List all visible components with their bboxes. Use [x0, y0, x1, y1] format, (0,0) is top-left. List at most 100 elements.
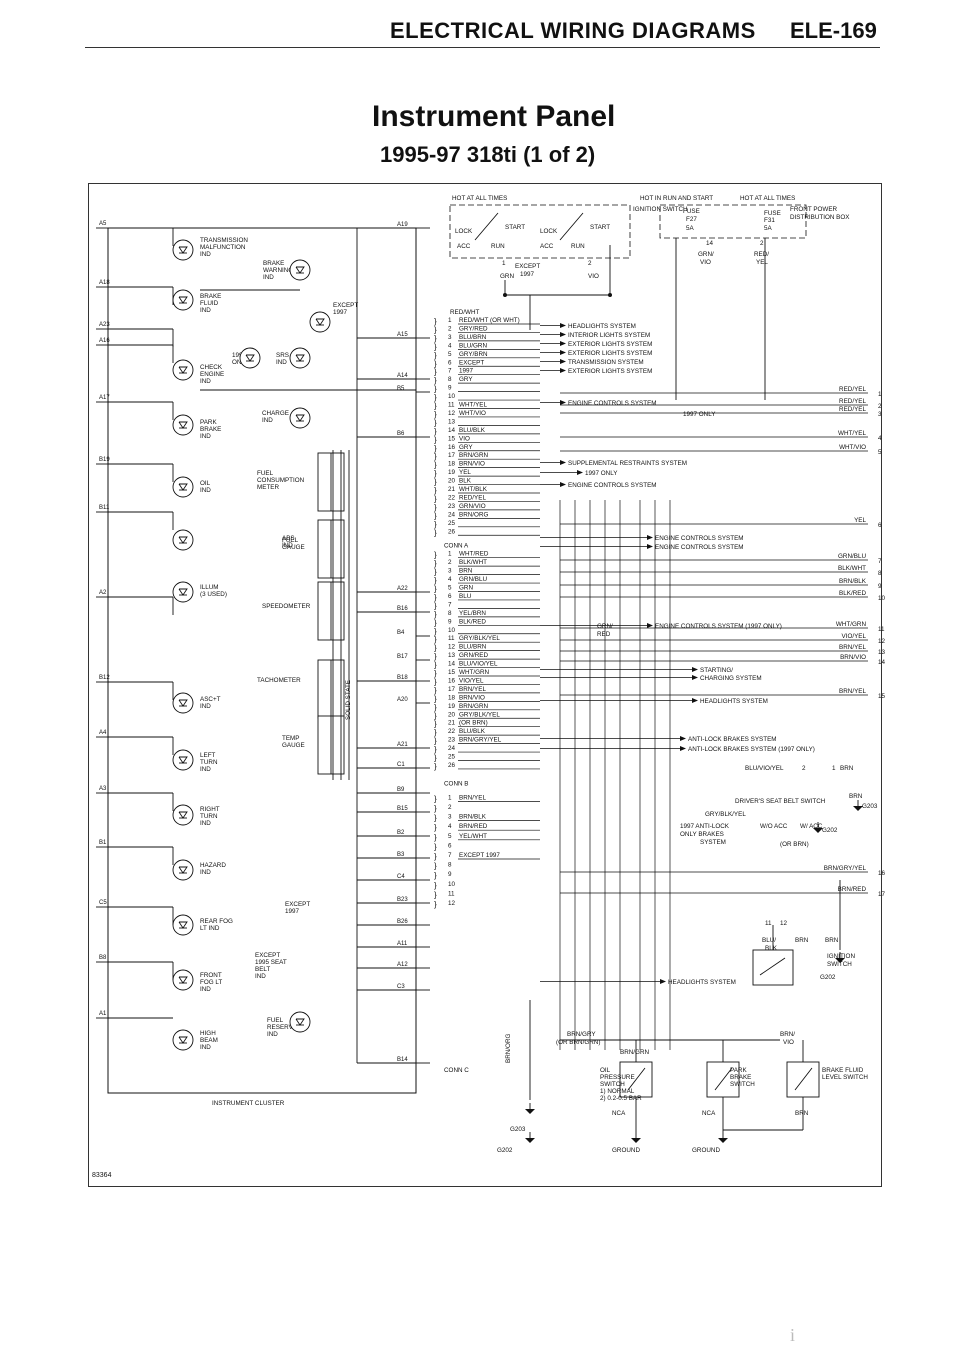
system-arrow-icon: [560, 359, 566, 364]
conn-a-color: BLU/BLK: [459, 427, 486, 434]
conn-b-pin: 5: [448, 833, 452, 840]
left-pin-label: A17: [99, 395, 110, 401]
conn-a-label: CONN A: [444, 543, 469, 550]
or-brn-grn-label: (OR BRN/GRN): [556, 1039, 600, 1046]
fuse-box: [659, 204, 807, 239]
system-label: TRANSMISSION SYSTEM: [568, 359, 644, 366]
conn-b-pin: 11: [448, 890, 455, 897]
gry-blk-yel-label: GRY/BLK/YEL: [705, 811, 746, 818]
conn-a2-color: BRN/GRN: [459, 703, 488, 710]
dist-box-label: DISTRIBUTION BOX: [790, 214, 850, 221]
conn-bracket: }: [434, 359, 437, 368]
conn-a2-pin: 13: [448, 652, 456, 659]
page-code: ELE-169: [790, 18, 877, 43]
wire-14-label: 14: [706, 240, 714, 247]
conn-bracket: }: [434, 635, 437, 644]
conn-a-pin: 23: [448, 503, 456, 510]
conn-a-color: GRY/RED: [459, 325, 488, 332]
diagram-frame: [88, 183, 882, 1187]
left-pin-label: A3: [99, 786, 107, 792]
conn-bracket: }: [434, 334, 437, 343]
ign-start2-label: START: [590, 224, 610, 231]
conn-bracket: }: [434, 452, 437, 461]
conn-a2-color: YEL/BRN: [459, 610, 486, 617]
conn-a-color: 1997: [459, 368, 474, 375]
system-label: HEADLIGHTS SYSTEM: [668, 979, 736, 986]
conn-a2-color: BLK/WHT: [459, 559, 487, 566]
ign-acc2-label: ACC: [540, 243, 554, 250]
brn-vio-label: BRN/: [780, 1031, 795, 1038]
conn-bracket: }: [434, 469, 437, 478]
solid-state-label: SOLID STATE: [345, 680, 352, 720]
system-arrow-icon: [680, 746, 686, 751]
diode-symbol: [295, 266, 305, 274]
indicator-lamp-icon: [289, 347, 311, 369]
conn-bracket: }: [434, 520, 437, 529]
conn-a-color: BLU/GRN: [459, 342, 487, 349]
right-wire-number: 13: [878, 649, 886, 656]
conn-a2-pin: 26: [448, 762, 456, 769]
diode-symbol: [178, 976, 188, 984]
right-pin-label: A20: [397, 697, 408, 703]
system-arrow-icon: [560, 460, 566, 465]
ign-run2-label: RUN: [571, 243, 585, 250]
right-pin-label: A14: [397, 373, 408, 379]
indicator-lamp-icon: [172, 414, 194, 436]
diode-symbol: [178, 421, 188, 429]
diode-symbol: [178, 756, 188, 764]
pin-2-label: 2: [802, 765, 806, 772]
right-pin-label: B26: [397, 919, 408, 925]
brn-12-label: 12: [780, 920, 788, 927]
hot-at-all-times-label: HOT AT ALL TIMES: [452, 195, 507, 202]
system-label: STARTING/: [700, 667, 733, 674]
right-wire-color: BLK/RED: [839, 590, 866, 597]
right-wire-color: BRN/YEL: [839, 688, 866, 695]
conn-bracket: }: [434, 610, 437, 619]
ignition-switch-label: IGNITION SWITCH: [633, 206, 688, 213]
conn-bracket: }: [434, 385, 437, 394]
right-wire-number: 17: [878, 891, 886, 898]
diode-symbol: [178, 811, 188, 819]
header-title: ELECTRICAL WIRING DIAGRAMS: [390, 18, 756, 43]
fuse2-amp-label: 5A: [764, 225, 773, 232]
right-pin-label: B15: [397, 806, 408, 812]
system-arrow-icon: [560, 368, 566, 373]
switch-contact: [627, 1067, 646, 1091]
conn-a2-pin: 4: [448, 576, 452, 583]
conn-a2-color: BLU/VIO/YEL: [459, 661, 498, 668]
conn-a2-color: BLK/RED: [459, 618, 486, 625]
right-pin-label: B18: [397, 675, 408, 681]
conn-bracket: }: [434, 325, 437, 334]
indicator-lamp-icon: [172, 1029, 194, 1051]
brn-label-4: BRN: [825, 937, 839, 944]
conn-bracket: }: [434, 823, 437, 832]
diode-symbol: [178, 483, 188, 491]
right-wire-number: 11: [878, 626, 885, 633]
conn-b-pin: 12: [448, 900, 456, 907]
conn-bracket: }: [434, 694, 437, 703]
indicator-lamp-icon: [172, 476, 194, 498]
conn-bracket: }: [434, 842, 437, 851]
indicator-lamp-icon: [239, 347, 261, 369]
diode-symbol: [245, 354, 255, 362]
indicator-lamp-icon: [172, 969, 194, 991]
ign-lock-label: LOCK: [455, 228, 473, 235]
ground-g202-icon-2: [813, 828, 823, 833]
conn-a-pin: 7: [448, 368, 452, 375]
right-wire-number: 1: [878, 391, 882, 398]
right-wire-number: 10: [878, 595, 886, 602]
right-pin-label: B16: [397, 606, 408, 612]
except-label: EXCEPT: [515, 263, 540, 270]
brn-11-label: 11: [765, 920, 772, 927]
system-arrow-icon: [560, 341, 566, 346]
fuse-f31-label: F31: [764, 217, 775, 224]
conn-bracket: }: [434, 804, 437, 813]
conn-a-color: VIO: [459, 435, 470, 442]
conn-bracket: }: [434, 528, 437, 537]
system-arrow-icon: [560, 332, 566, 337]
conn-bracket: }: [434, 494, 437, 503]
header-rule: [85, 47, 880, 48]
